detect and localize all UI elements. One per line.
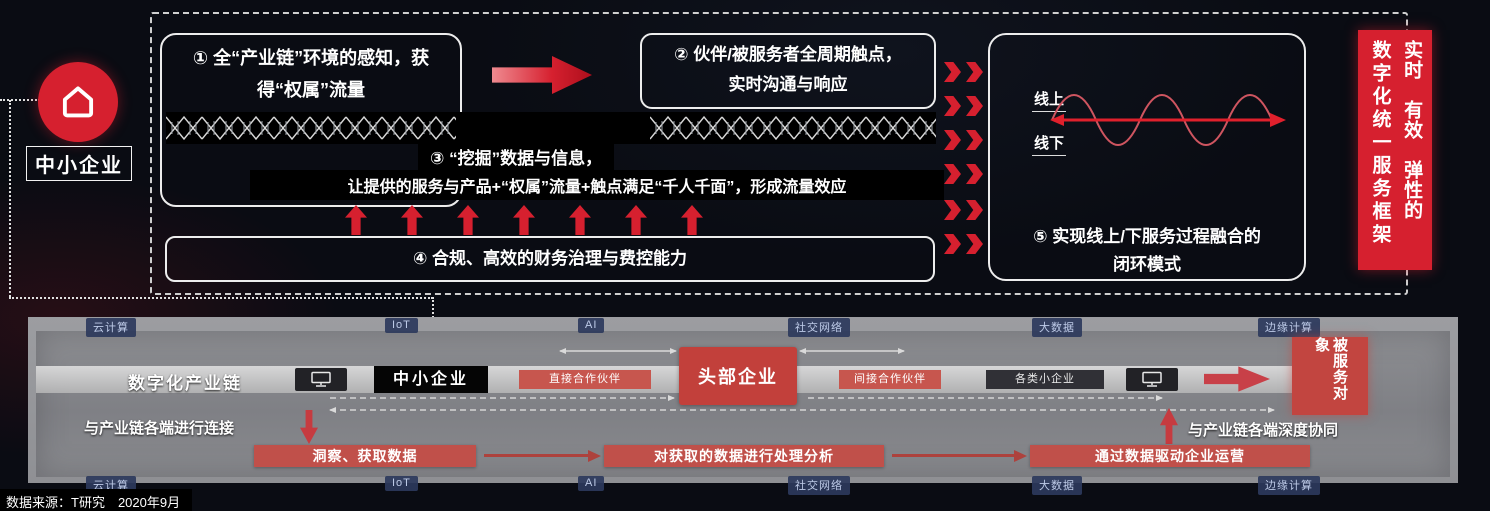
framework-banner: 数字化统一服务框架 实时 有效 弹性的 bbox=[1358, 30, 1432, 270]
tech-chip-edge: 边缘计算 bbox=[1258, 318, 1320, 337]
banner-right-column: 实时 有效 弹性的 bbox=[1401, 40, 1423, 220]
chevron-arrows-icon bbox=[944, 234, 983, 254]
dna-strip-left-icon bbox=[166, 112, 458, 144]
sme-circle bbox=[38, 62, 118, 142]
step1-text-line1: ① 全“产业链”环境的感知，获 bbox=[192, 48, 430, 68]
chevron-arrows-icon bbox=[944, 200, 983, 220]
step2-box bbox=[640, 33, 936, 109]
monitor-icon bbox=[1142, 371, 1162, 387]
tech-chip-edge: 边缘计算 bbox=[1258, 476, 1320, 495]
chevron-arrows-icon bbox=[944, 164, 983, 184]
step2-text-line1: ② 伙伴/被服务者全周期触点， bbox=[674, 45, 902, 64]
step4-text: ④ 合规、高效的财务治理与费控能力 bbox=[412, 249, 688, 268]
process-arrowhead-icon bbox=[588, 450, 601, 462]
terminal-chip-right bbox=[1126, 368, 1178, 391]
monitor-icon bbox=[311, 371, 331, 387]
direct-partner-chip: 直接合作伙伴 bbox=[519, 370, 651, 389]
small-companies-chip: 各类小企业 bbox=[986, 370, 1104, 389]
step5-text-line1: ⑤ 实现线上/下服务过程融合的 bbox=[1033, 227, 1261, 246]
head-enterprise-box: 头部企业 bbox=[679, 347, 797, 405]
served-target-text: 被服务对象 bbox=[1313, 337, 1348, 401]
step1-text-line2: 得“权属”流量 bbox=[257, 80, 365, 100]
chevron-arrows-icon bbox=[944, 62, 983, 82]
home-icon bbox=[62, 86, 94, 118]
process-arrow-icon bbox=[484, 454, 588, 457]
step5-text-line2: 闭环模式 bbox=[1113, 255, 1181, 274]
sme-title: 中小企业 bbox=[26, 146, 132, 181]
step2-text-line2: 实时沟通与响应 bbox=[728, 75, 848, 94]
tech-chip-ai: AI bbox=[578, 318, 605, 333]
process-box-insight: 洞察、获取数据 bbox=[254, 445, 476, 467]
tech-chip-ai: AI bbox=[578, 476, 605, 491]
step4-box: ④ 合规、高效的财务治理与费控能力 bbox=[165, 236, 935, 282]
chain-title: 数字化产业链 bbox=[128, 374, 242, 393]
data-source-note: 数据来源：T研究 2020年9月 bbox=[0, 489, 193, 511]
banner-left-column: 数字化统一服务框架 bbox=[1369, 40, 1391, 247]
process-arrow-icon bbox=[892, 454, 1014, 457]
tech-chip-bigdata: 大数据 bbox=[1032, 476, 1082, 495]
process-box-analyze: 对获取的数据进行处理分析 bbox=[604, 445, 884, 467]
step5-box bbox=[988, 33, 1306, 281]
dna-strip-right-icon bbox=[650, 112, 936, 144]
band-sme-box: 中小企业 bbox=[374, 366, 488, 393]
tech-chip-iot: IoT bbox=[385, 318, 418, 333]
connect-left-label: 与产业链各端进行连接 bbox=[84, 420, 235, 437]
tech-chip-cloud: 云计算 bbox=[86, 318, 136, 337]
tech-chip-iot: IoT bbox=[385, 476, 418, 491]
sine-wave-icon bbox=[1050, 94, 1286, 146]
collab-right-label: 与产业链各端深度协同 bbox=[1188, 422, 1339, 439]
online-label: 线上 bbox=[1032, 88, 1067, 112]
dna-strip-connector bbox=[456, 112, 652, 144]
step3-text-line1: ③ “挖掘”数据与信息， bbox=[418, 141, 615, 172]
dotted-connector-down-left bbox=[9, 100, 11, 297]
process-arrowhead-icon bbox=[1014, 450, 1027, 462]
tech-chip-social: 社交网络 bbox=[788, 318, 850, 337]
process-box-drive: 通过数据驱动企业运营 bbox=[1030, 445, 1310, 467]
step3-text-line2: 让提供的服务与产品+“权属”流量+触点满足“千人千面”，形成流量效应 bbox=[250, 170, 944, 200]
chevron-arrows-icon bbox=[944, 96, 983, 116]
dotted-connector-bottom bbox=[9, 297, 433, 299]
chevron-arrows-icon bbox=[944, 130, 983, 150]
indirect-partner-chip: 间接合作伙伴 bbox=[839, 370, 941, 389]
terminal-chip-left bbox=[295, 368, 347, 391]
dotted-connector-left bbox=[0, 99, 40, 101]
tech-chip-bigdata: 大数据 bbox=[1032, 318, 1082, 337]
tech-chip-social: 社交网络 bbox=[788, 476, 850, 495]
served-target-box: 被服务对象 bbox=[1292, 337, 1368, 415]
offline-label: 线下 bbox=[1032, 132, 1067, 156]
